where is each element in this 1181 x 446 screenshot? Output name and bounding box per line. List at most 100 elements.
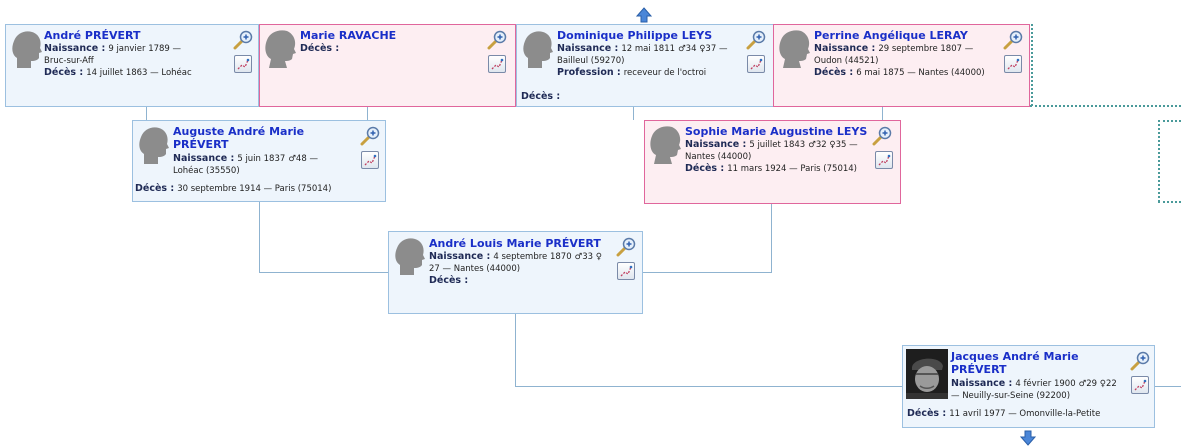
- arrow-down-icon[interactable]: [1019, 430, 1037, 446]
- connector-line: [515, 314, 516, 387]
- connector-line: [367, 107, 368, 120]
- zoom-in-icon[interactable]: [232, 30, 254, 50]
- death-row: Décès : 30 septembre 1914 — Paris (75014…: [135, 183, 331, 195]
- person-card-dominique-leys[interactable]: Dominique Philippe LEYS Naissance : 12 m…: [516, 24, 774, 107]
- person-details: Naissance : 9 janvier 1789 — Bruc-sur-Af…: [44, 43, 229, 79]
- death-info: 11 avril 1977 — Omonville-la-Petite: [949, 409, 1101, 419]
- person-details: Naissance : 4 septembre 1870 ♂33 ♀ 27 — …: [429, 251, 614, 287]
- person-details: Naissance : 4 février 1900 ♂29 ♀22 — Neu…: [951, 378, 1141, 402]
- birth-label: Naissance :: [951, 378, 1013, 389]
- person-silhouette-icon: [139, 127, 169, 164]
- placeholder-outline: [1158, 120, 1161, 202]
- person-silhouette-icon: [12, 31, 42, 68]
- zoom-in-icon[interactable]: [1129, 351, 1151, 371]
- connector-line: [259, 272, 389, 273]
- person-name[interactable]: Sophie Marie Augustine LEYS: [685, 125, 868, 138]
- person-name[interactable]: Auguste André Marie PRÉVERT: [173, 125, 304, 151]
- person-silhouette-icon: [265, 30, 296, 68]
- person-name[interactable]: Marie RAVACHE: [300, 29, 397, 42]
- placeholder-outline: [1158, 120, 1181, 123]
- death-row: Décès : 11 avril 1977 — Omonville-la-Pet…: [907, 408, 1100, 420]
- birth-label: Naissance :: [44, 43, 106, 54]
- person-silhouette-icon: [523, 31, 553, 68]
- person-name[interactable]: André Louis Marie PRÉVERT: [429, 237, 601, 250]
- death-label: Décès :: [135, 183, 175, 194]
- person-silhouette-icon: [395, 238, 425, 275]
- death-info: 30 septembre 1914 — Paris (75014): [177, 184, 332, 194]
- person-silhouette-icon: [650, 126, 681, 164]
- connector-line: [633, 107, 634, 120]
- person-name[interactable]: Dominique Philippe LEYS: [557, 29, 713, 42]
- zoom-in-icon[interactable]: [359, 126, 381, 146]
- birth-place: Bruc-sur-Aff: [44, 56, 94, 66]
- birth-date: 12 mai 1811: [621, 44, 676, 54]
- person-name-line2: PRÉVERT: [173, 138, 229, 151]
- birth-date: 5 juillet 1843: [749, 140, 806, 150]
- zoom-in-icon[interactable]: [486, 30, 508, 50]
- person-card-andre-prevert[interactable]: André PRÉVERT Naissance : 9 janvier 1789…: [5, 24, 259, 107]
- person-card-jacques-prevert[interactable]: Jacques André Marie PRÉVERT Naissance : …: [902, 345, 1155, 428]
- tree-chart-glyph: [1134, 379, 1147, 391]
- connector-line: [146, 107, 147, 120]
- parent-ages: ♂48 —: [288, 154, 318, 164]
- placeholder-outline: [1030, 105, 1181, 108]
- tree-chart-icon[interactable]: [234, 55, 252, 73]
- person-photo: [906, 349, 948, 399]
- placeholder-outline: [1030, 24, 1033, 106]
- profession-label: Profession :: [557, 67, 621, 78]
- birth-label: Naissance :: [685, 139, 747, 150]
- birth-date: 29 septembre 1807 —: [878, 44, 974, 54]
- zoom-in-icon[interactable]: [615, 237, 637, 257]
- birth-date: 9 janvier 1789 —: [108, 44, 182, 54]
- person-name[interactable]: André PRÉVERT: [44, 29, 141, 42]
- birth-date: 4 septembre 1870: [493, 252, 572, 262]
- tree-chart-icon[interactable]: [488, 55, 506, 73]
- birth-place: Nantes (44000): [685, 152, 752, 162]
- person-details: Naissance : 29 septembre 1807 — Oudon (4…: [814, 43, 1004, 79]
- person-card-auguste-prevert[interactable]: Auguste André Marie PRÉVERT Naissance : …: [132, 120, 386, 202]
- connector-line: [515, 386, 902, 387]
- tree-chart-icon[interactable]: [1004, 55, 1022, 73]
- person-details: Décès :: [300, 43, 339, 55]
- person-details: Naissance : 12 mai 1811 ♂34 ♀37 — Baille…: [557, 43, 742, 79]
- birth-label: Naissance :: [557, 43, 619, 54]
- tree-chart-icon[interactable]: [617, 262, 635, 280]
- zoom-in-icon[interactable]: [1002, 30, 1024, 50]
- birth-place: Bailleul (59270): [557, 56, 625, 66]
- death-label: Décès :: [44, 67, 84, 78]
- person-silhouette-icon: [779, 30, 810, 68]
- person-name[interactable]: Perrine Angélique LERAY: [814, 29, 968, 42]
- birth-date: 5 juin 1837: [237, 154, 286, 164]
- connector-line: [642, 272, 772, 273]
- tree-chart-glyph: [750, 58, 763, 70]
- tree-chart-icon[interactable]: [361, 151, 379, 169]
- person-card-perrine-leray[interactable]: Perrine Angélique LERAY Naissance : 29 s…: [773, 24, 1030, 107]
- connector-line: [259, 202, 260, 273]
- zoom-in-icon[interactable]: [745, 30, 767, 50]
- person-card-marie-ravache[interactable]: Marie RAVACHE Décès :: [259, 24, 516, 107]
- death-info: 11 mars 1924 — Paris (75014): [727, 164, 857, 174]
- birth-date: 4 février 1900: [1015, 379, 1076, 389]
- birth-label: Naissance :: [814, 43, 876, 54]
- death-label: Décès :: [300, 43, 340, 54]
- profession: receveur de l'octroi: [623, 68, 707, 78]
- tree-chart-icon[interactable]: [1131, 376, 1149, 394]
- tree-chart-icon[interactable]: [875, 151, 893, 169]
- parent-ages: ♂29 ♀22: [1078, 379, 1117, 389]
- person-card-sophie-leys[interactable]: Sophie Marie Augustine LEYS Naissance : …: [644, 120, 901, 204]
- parent-ages: ♂32 ♀35 —: [808, 140, 858, 150]
- tree-chart-glyph: [364, 154, 377, 166]
- tree-chart-glyph: [620, 265, 633, 277]
- death-row: Décès :: [521, 91, 560, 103]
- person-card-andre-louis-prevert[interactable]: André Louis Marie PRÉVERT Naissance : 4 …: [388, 231, 643, 314]
- person-name[interactable]: Jacques André Marie PRÉVERT: [951, 350, 1079, 376]
- zoom-in-icon[interactable]: [871, 126, 893, 146]
- person-name-line1: Auguste André Marie: [173, 125, 305, 138]
- death-info: 14 juillet 1863 — Lohéac: [86, 68, 192, 78]
- portrait-image: [906, 349, 948, 399]
- parent-ages: ♂34 ♀37 —: [678, 44, 728, 54]
- tree-chart-icon[interactable]: [747, 55, 765, 73]
- birth-place: Oudon (44521): [814, 56, 879, 66]
- arrow-up-icon[interactable]: [635, 7, 653, 23]
